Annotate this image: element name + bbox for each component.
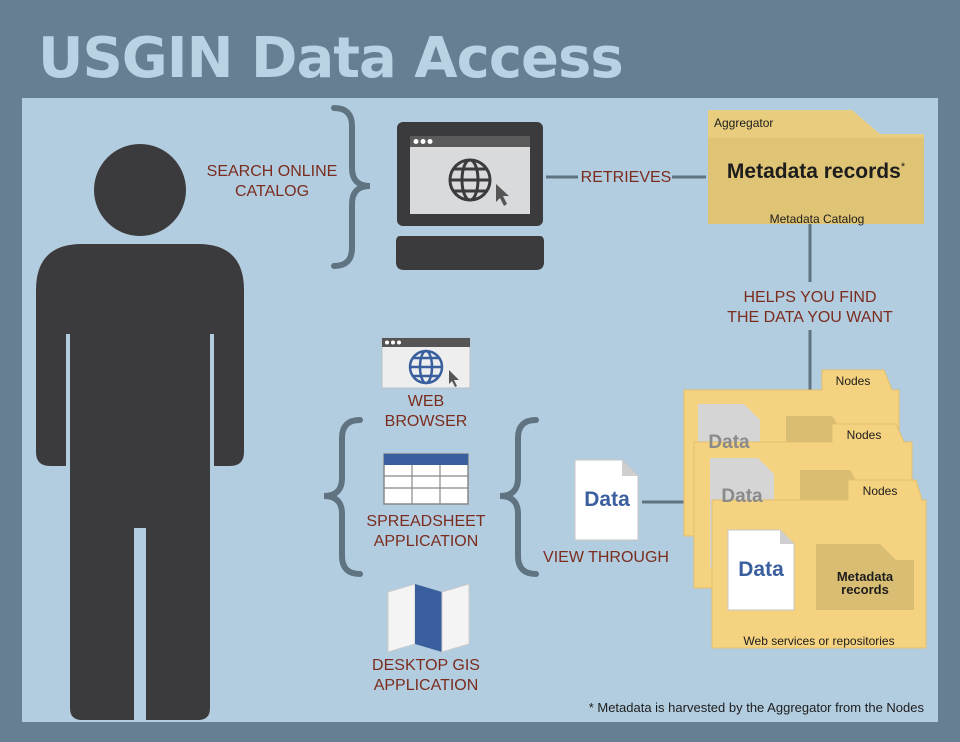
diagram-panel: SEARCH ONLINE CATALOG RETRIEVES HELPS YO… bbox=[22, 98, 938, 722]
footnote-asterisk: * bbox=[900, 161, 906, 173]
person-figure bbox=[36, 144, 244, 720]
spreadsheet-icon bbox=[383, 453, 469, 505]
nodes-tab-label-3: Nodes bbox=[862, 484, 898, 498]
node-data-label-2: Data bbox=[721, 486, 763, 507]
aggregator-tab-label: Aggregator bbox=[714, 116, 774, 130]
page-title: USGIN Data Access bbox=[38, 26, 624, 91]
desktop-gis-application-label: DESKTOP GIS APPLICATION bbox=[372, 657, 480, 694]
diagram-graphics bbox=[36, 105, 927, 720]
retrieves-label: RETRIEVES bbox=[580, 169, 672, 186]
gis-map-icon bbox=[387, 583, 470, 653]
spreadsheet-application-label: SPREADSHEET APPLICATION bbox=[366, 513, 486, 550]
web-browser-label: WEB BROWSER bbox=[384, 393, 468, 430]
data-document-icon bbox=[574, 459, 639, 541]
apps-brace bbox=[323, 417, 363, 577]
metadata-catalog-label: Metadata Catalog bbox=[769, 212, 865, 226]
search-brace bbox=[331, 105, 371, 269]
node-metadata-records-label: Metadata records bbox=[816, 570, 914, 596]
aggregator-folder bbox=[708, 110, 924, 224]
node-metadata-line-2: records bbox=[841, 582, 889, 597]
metadata-records-title: Metadata records bbox=[726, 160, 901, 183]
cursor-icon bbox=[496, 184, 509, 206]
helps-find-label: HELPS YOU FIND THE DATA YOU WANT bbox=[727, 289, 893, 326]
node-data-label-3: Data bbox=[738, 558, 784, 581]
web-services-caption: Web services or repositories bbox=[743, 634, 895, 648]
nodes-tab-label-1: Nodes bbox=[835, 374, 871, 388]
view-brace bbox=[499, 417, 539, 577]
computer-icon bbox=[396, 122, 544, 270]
nodes-folder-stack bbox=[683, 369, 927, 649]
nodes-tab-label-2: Nodes bbox=[846, 428, 882, 442]
footnote: * Metadata is harvested by the Aggregato… bbox=[588, 700, 924, 715]
search-online-catalog-label: SEARCH ONLINE CATALOG bbox=[206, 163, 338, 200]
globe-icon bbox=[448, 158, 492, 202]
view-through-label: VIEW THROUGH bbox=[543, 549, 669, 566]
data-document-label: Data bbox=[584, 488, 630, 511]
node-metadata-line-1: Metadata bbox=[836, 569, 894, 584]
aggregator-title: Metadata records* bbox=[712, 160, 920, 184]
node-data-label-1: Data bbox=[708, 432, 750, 453]
web-browser-icon bbox=[381, 337, 471, 389]
